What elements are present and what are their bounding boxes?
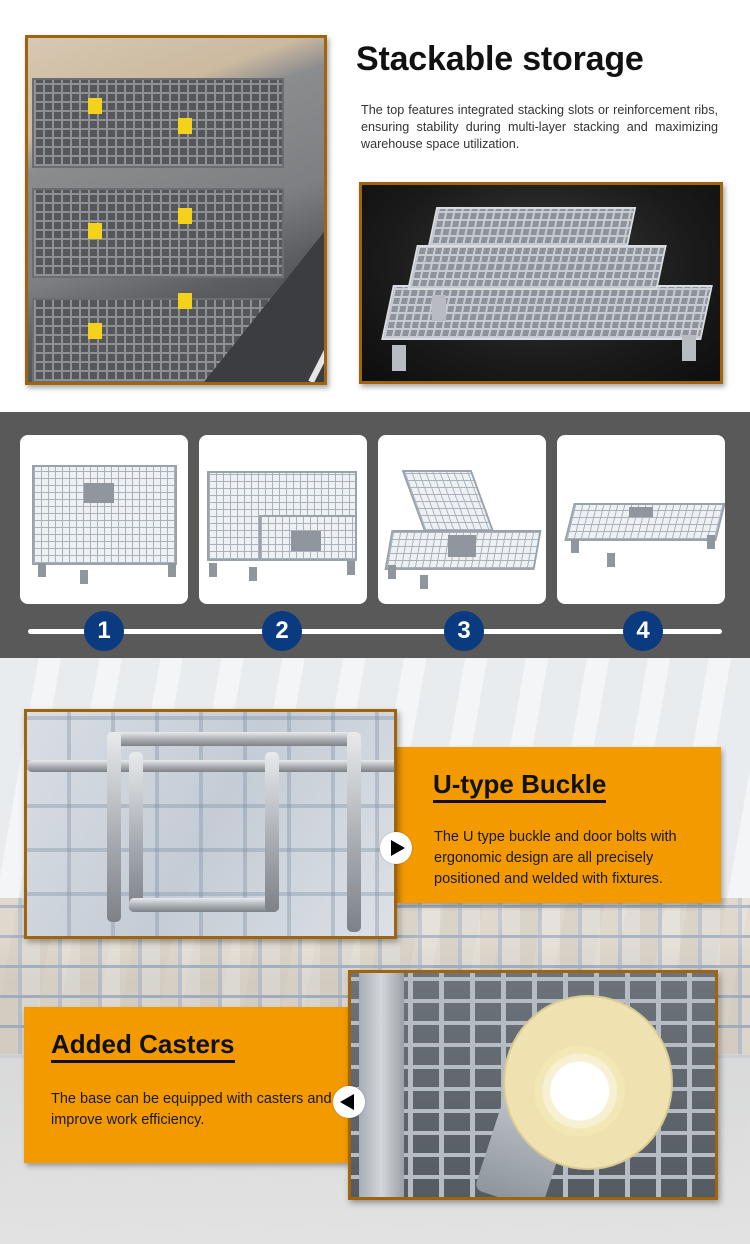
feature-title: U-type Buckle — [433, 769, 607, 803]
step-card-1 — [20, 435, 188, 604]
step-card-2 — [199, 435, 367, 604]
step-badge-3: 3 — [444, 611, 484, 651]
cage-leg — [607, 553, 615, 567]
label-plate — [84, 483, 114, 503]
feature-description: The U type buckle and door bolts with er… — [434, 829, 677, 887]
label-tag — [88, 323, 102, 339]
cage-leg — [571, 539, 579, 553]
cage-leg — [80, 570, 88, 584]
container-leg — [392, 345, 406, 371]
label-plate — [291, 531, 321, 551]
arrow-right-icon — [380, 832, 412, 864]
step-timeline — [28, 629, 722, 634]
cage-leg — [347, 561, 355, 575]
stacked-containers-photo — [25, 35, 327, 385]
wire-bar — [27, 760, 394, 772]
step-card-4 — [557, 435, 725, 604]
caster-photo — [348, 970, 718, 1200]
wire-bar — [129, 752, 143, 912]
cage-leg — [249, 567, 257, 581]
rack-row — [32, 188, 284, 278]
cage-leg — [388, 565, 396, 579]
step-card-3 — [378, 435, 546, 604]
casters-info-box: Added Casters The base can be equipped w… — [24, 1007, 348, 1163]
step-badge-4: 4 — [623, 611, 663, 651]
wire-bar — [107, 732, 121, 922]
folding-steps-section: 1 2 3 4 — [0, 412, 750, 658]
wire-bar — [129, 898, 279, 912]
arrow-left-icon — [333, 1086, 365, 1118]
rack-row — [32, 78, 284, 168]
container-tier — [381, 285, 713, 340]
cage-assembled — [32, 465, 177, 565]
container-leg — [682, 335, 696, 361]
step-badge-1: 1 — [84, 611, 124, 651]
stackable-storage-section: Stackable storage The top features integ… — [0, 0, 750, 412]
section-title: Stackable storage — [356, 40, 644, 78]
tiered-stack-photo — [359, 182, 723, 384]
frame-post — [359, 973, 404, 1197]
cage-leg — [420, 575, 428, 589]
label-plate — [448, 535, 476, 557]
cage-leg — [168, 563, 176, 577]
cage-leg — [38, 563, 46, 577]
wire-bar — [347, 732, 361, 932]
section-description: The top features integrated stacking slo… — [361, 103, 718, 151]
wire-bar — [107, 732, 357, 746]
step-badge-2: 2 — [262, 611, 302, 651]
feature-description: The base can be equipped with casters an… — [51, 1091, 332, 1128]
wire-bar — [265, 752, 279, 912]
cage-leg — [707, 535, 715, 549]
label-tag — [88, 223, 102, 239]
label-tag — [178, 118, 192, 134]
u-buckle-info-box: U-type Buckle The U type buckle and door… — [397, 747, 721, 903]
cage-leg — [209, 563, 217, 577]
label-tag — [88, 98, 102, 114]
feature-title: Added Casters — [51, 1029, 235, 1063]
features-section: U-type Buckle The U type buckle and door… — [0, 658, 750, 1244]
container-tier — [427, 207, 637, 247]
container-tier — [407, 245, 667, 290]
caster-wheel — [503, 995, 673, 1170]
container-leg — [432, 295, 446, 321]
u-buckle-photo — [24, 709, 397, 939]
label-tag — [178, 293, 192, 309]
label-tag — [178, 208, 192, 224]
label-plate — [629, 507, 653, 517]
